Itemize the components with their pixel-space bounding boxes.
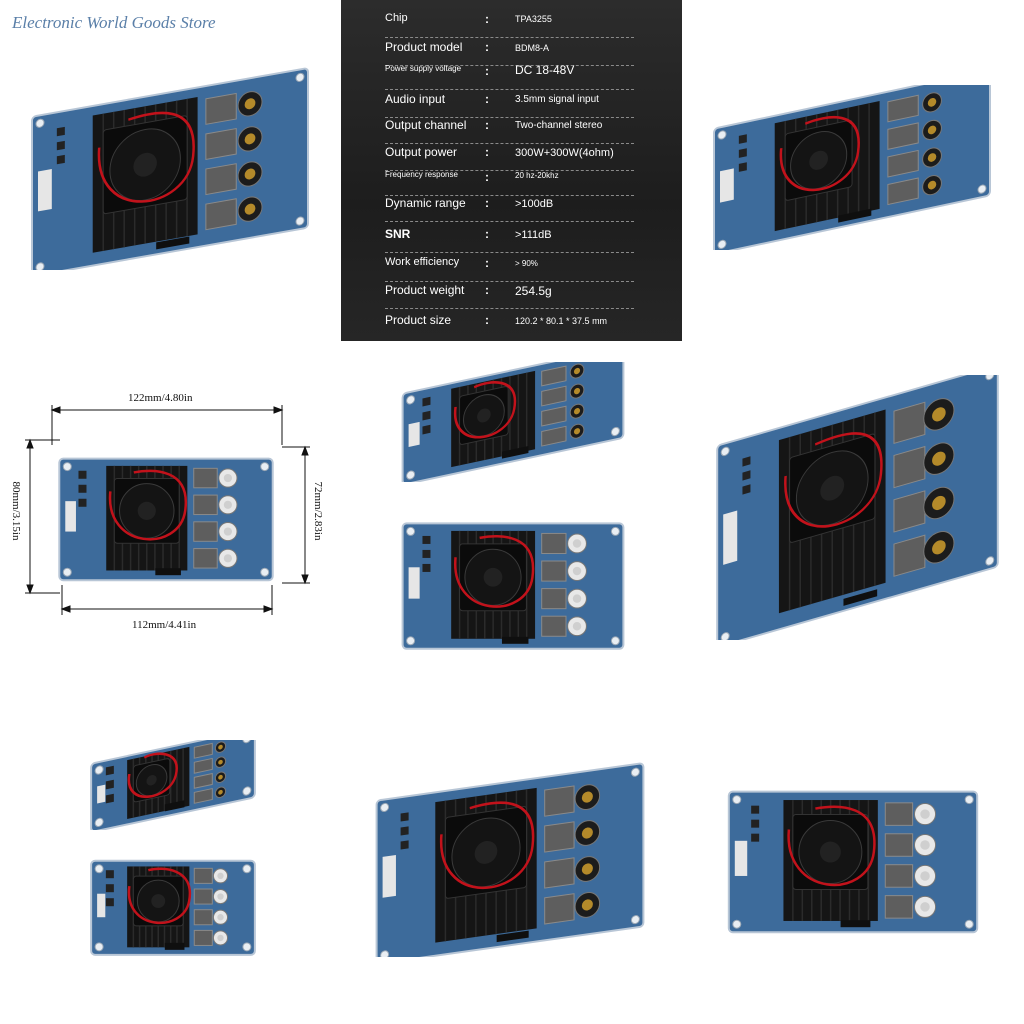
spec-key: Product model bbox=[385, 40, 463, 54]
board-image-pair-1 bbox=[393, 346, 633, 662]
board-graphic bbox=[727, 790, 979, 934]
spec-divider bbox=[385, 252, 634, 253]
spec-key: Chip bbox=[385, 12, 408, 24]
board-graphic bbox=[716, 365, 999, 648]
dim-bottom-width: 112mm/4.41in bbox=[132, 619, 197, 631]
spec-key: Audio input bbox=[385, 92, 446, 106]
spec-row: Output channel: Two-channel stereo bbox=[341, 118, 682, 144]
spec-divider bbox=[385, 143, 634, 144]
spec-separator: : bbox=[485, 92, 489, 106]
dimension-drawing: 122mm/4.80in 112mm/4.41in 80mm/3.15in 72… bbox=[0, 385, 341, 635]
dim-board bbox=[58, 457, 274, 582]
spec-row: SNR: >111dB bbox=[341, 227, 682, 253]
spec-key: Power supply voltage bbox=[385, 64, 462, 73]
board-image-top bbox=[718, 762, 988, 947]
board-graphic bbox=[90, 860, 256, 957]
spec-row: Product weight: 254.5g bbox=[341, 283, 682, 309]
spec-divider bbox=[385, 65, 634, 66]
board-graphic bbox=[401, 346, 625, 486]
spec-key: Product weight bbox=[385, 283, 465, 297]
spec-separator: : bbox=[485, 40, 489, 54]
dim-left-height: 80mm/3.15in bbox=[10, 481, 22, 541]
spec-divider bbox=[385, 281, 634, 282]
board-image-upper bbox=[84, 728, 262, 833]
dim-top-width: 122mm/4.80in bbox=[128, 392, 193, 404]
board-image-pair-2 bbox=[84, 728, 262, 965]
spec-separator: : bbox=[485, 145, 489, 159]
spec-value: 300W+300W(4ohm) bbox=[515, 146, 614, 159]
board-image-angled-2 bbox=[702, 69, 1002, 255]
spec-divider bbox=[385, 37, 634, 38]
spec-value: > 90% bbox=[515, 258, 538, 268]
spec-separator: : bbox=[485, 196, 489, 210]
spec-key: SNR bbox=[385, 227, 411, 241]
spec-key: Output power bbox=[385, 145, 458, 159]
spec-key: Frequency response bbox=[385, 170, 458, 179]
spec-separator: : bbox=[485, 227, 489, 241]
spec-separator: : bbox=[485, 283, 489, 297]
spec-divider bbox=[385, 308, 634, 309]
dim-right-height: 72mm/2.83in bbox=[312, 481, 324, 541]
board-graphic bbox=[401, 522, 625, 650]
spec-row: Dynamic range: >100dB bbox=[341, 196, 682, 222]
spec-value: >100dB bbox=[515, 197, 554, 210]
board-image-angled-1 bbox=[20, 60, 320, 277]
spec-separator: : bbox=[485, 313, 489, 327]
spec-value: DC 18-48V bbox=[515, 63, 575, 77]
spec-row: Power supply voltage: DC 18-48V bbox=[341, 63, 682, 90]
spec-separator: : bbox=[485, 64, 489, 78]
spec-row: Audio input: 3.5mm signal input bbox=[341, 92, 682, 118]
spec-value: 254.5g bbox=[515, 284, 552, 298]
spec-key: Work efficiency bbox=[385, 256, 460, 268]
board-image-lower bbox=[84, 841, 262, 965]
spec-value: BDM8-A bbox=[515, 42, 550, 53]
spec-separator: : bbox=[485, 170, 489, 184]
board-image-upper bbox=[393, 346, 633, 486]
board-image-lower bbox=[393, 497, 633, 662]
spec-value: TPA3255 bbox=[515, 14, 552, 24]
spec-row: Frequency response: 20 hz-20khz bbox=[341, 170, 682, 196]
spec-key: Output channel bbox=[385, 118, 467, 132]
dimension-svg bbox=[25, 405, 310, 615]
spec-value: >111dB bbox=[515, 228, 552, 241]
board-image-angled-4 bbox=[365, 742, 655, 965]
spec-value: 120.2 * 80.1 * 37.5 mm bbox=[515, 315, 608, 326]
spec-row: Product model: BDM8-A bbox=[341, 40, 682, 66]
spec-divider bbox=[385, 170, 634, 171]
board-image-angled-3 bbox=[705, 365, 1010, 648]
spec-value: Two-channel stereo bbox=[515, 120, 603, 131]
dim-lines bbox=[25, 405, 310, 615]
spec-value: 20 hz-20khz bbox=[515, 171, 559, 180]
board-graphic bbox=[90, 728, 256, 833]
spec-separator: : bbox=[485, 12, 489, 26]
board-graphic bbox=[375, 762, 645, 965]
spec-value: 3.5mm signal input bbox=[515, 94, 599, 105]
store-name: Electronic World Goods Store bbox=[12, 13, 216, 32]
spec-separator: : bbox=[485, 256, 489, 270]
spec-row: Output power: 300W+300W(4ohm) bbox=[341, 145, 682, 171]
spec-row: Work efficiency: > 90% bbox=[341, 256, 682, 282]
spec-row: Chip: TPA3255 bbox=[341, 12, 682, 38]
spec-divider bbox=[385, 89, 634, 90]
spec-separator: : bbox=[485, 118, 489, 132]
spec-key: Product size bbox=[385, 313, 452, 327]
spec-key: Dynamic range bbox=[385, 196, 466, 210]
board-graphic bbox=[31, 67, 309, 277]
spec-divider bbox=[385, 195, 634, 196]
spec-divider bbox=[385, 117, 634, 118]
spec-row: Product size: 120.2 * 80.1 * 37.5 mm bbox=[341, 313, 682, 339]
spec-divider bbox=[385, 221, 634, 222]
board-graphic bbox=[713, 69, 991, 255]
